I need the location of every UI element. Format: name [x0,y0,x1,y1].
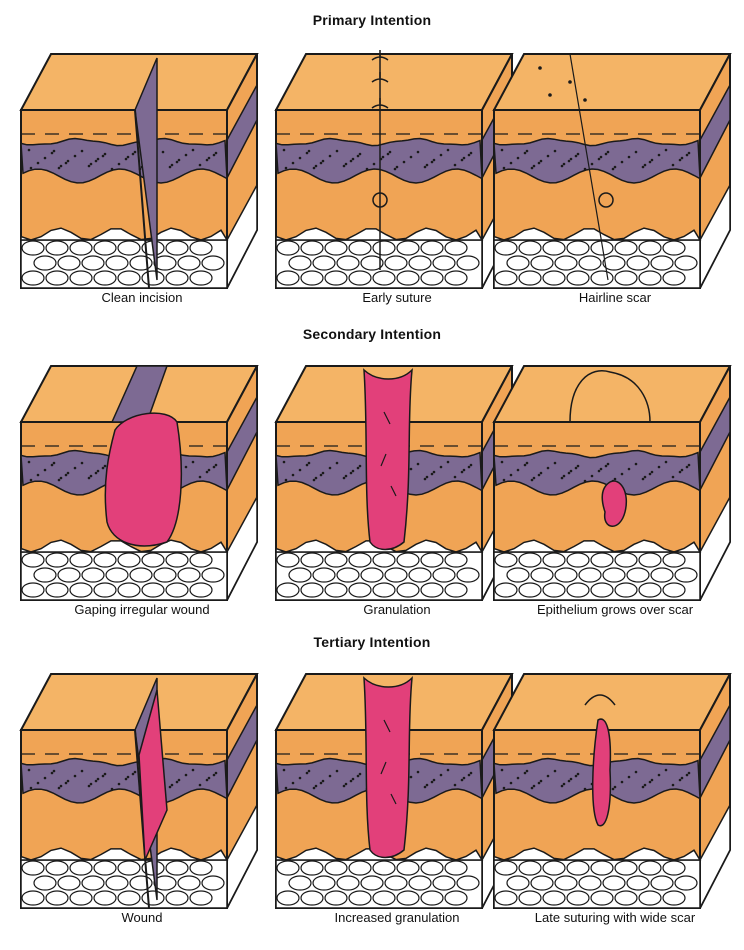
diagram-panel: Clean incision [17,40,267,330]
diagram-panel: Epithelium grows over scar [490,352,740,642]
diagram-panel: Late suturing with wide scar [490,660,740,950]
skin-block-illustration [490,660,740,925]
fat-layer [21,240,227,288]
skin-block-illustration [490,352,740,617]
panel-caption: Gaping irregular wound [17,602,267,617]
scar-tissue [602,481,626,526]
skin-block-illustration [17,352,267,617]
skin-block-illustration [272,660,522,925]
panel-caption: Late suturing with wide scar [490,910,740,925]
granulation-tissue [364,678,412,858]
panel-caption: Hairline scar [490,290,740,305]
diagram-panel: Hairline scar [490,40,740,330]
diagram-panel: Granulation [272,352,522,642]
granulation-tissue [364,370,412,550]
panel-caption: Granulation [272,602,522,617]
section-title: Primary Intention [0,12,744,28]
skin-block-illustration [272,40,522,305]
fat-layer [494,552,700,600]
section-title: Secondary Intention [0,326,744,342]
panel-caption: Increased granulation [272,910,522,925]
fat-layer [494,860,700,908]
skin-top-face [494,54,730,110]
wound-tissue [105,413,181,546]
fat-layer [276,860,482,908]
section-title: Tertiary Intention [0,634,744,650]
wide-scar [593,719,611,826]
skin-top-face [494,366,730,422]
skin-top-face [276,54,512,110]
diagram-panel: Increased granulation [272,660,522,950]
skin-block-illustration [490,40,740,305]
diagram-panel: Wound [17,660,267,950]
fat-layer [21,860,227,908]
diagram-panel: Gaping irregular wound [17,352,267,642]
panel-caption: Early suture [272,290,522,305]
diagram-panel: Early suture [272,40,522,330]
skin-block-illustration [17,660,267,925]
panel-caption: Epithelium grows over scar [490,602,740,617]
fat-layer [276,552,482,600]
skin-block-illustration [17,40,267,305]
panel-caption: Wound [17,910,267,925]
panel-caption: Clean incision [17,290,267,305]
fat-layer [494,240,700,288]
skin-block-illustration [272,352,522,617]
fat-layer [21,552,227,600]
fat-layer [276,240,482,288]
